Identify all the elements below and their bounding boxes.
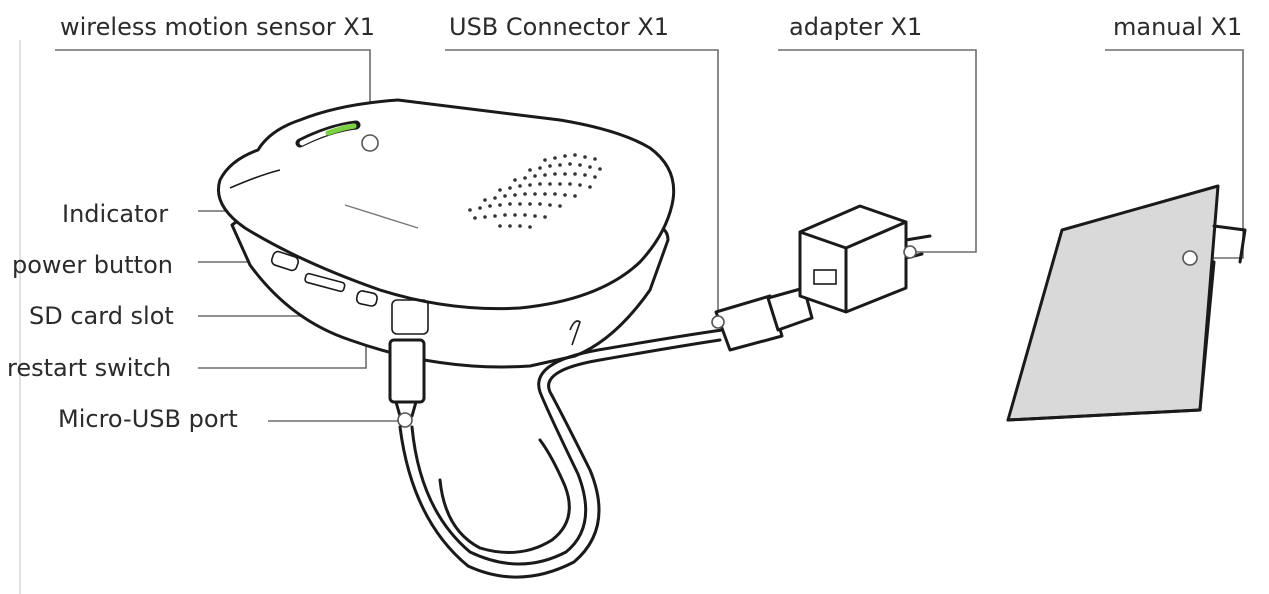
leader-usb-connector (445, 49, 719, 320)
label-micro-usb-port: Micro-USB port (58, 405, 238, 433)
micro-usb-plug (388, 338, 426, 404)
power-adapter (798, 204, 932, 314)
label-manual: manual X1 (1113, 13, 1242, 41)
label-restart-switch: restart switch (7, 354, 171, 382)
manual-booklet (1006, 184, 1247, 422)
label-indicator: Indicator (62, 200, 168, 228)
label-sd-card-slot: SD card slot (29, 302, 174, 330)
lid-seam (344, 204, 419, 229)
sensor-lens (361, 134, 379, 152)
leader-manual (1105, 49, 1244, 259)
motion-sensor-device (217, 98, 676, 369)
restart-switch-shape (355, 290, 378, 307)
usb-cable (388, 286, 814, 579)
manual-cover (1006, 184, 1220, 422)
sd-card-slot-shape (304, 272, 346, 293)
label-power-button: power button (12, 251, 173, 279)
label-adapter: adapter X1 (789, 13, 922, 41)
label-sensor: wireless motion sensor X1 (60, 13, 375, 41)
label-usb-connector: USB Connector X1 (449, 13, 669, 41)
power-button-shape (270, 250, 300, 272)
usb-a-plug-metal (766, 286, 814, 332)
speaker-grille (468, 153, 602, 229)
leader-adapter (778, 49, 977, 253)
usb-a-plug-body (714, 294, 784, 352)
side-clip (569, 320, 581, 346)
indicator-light (325, 123, 357, 136)
micro-usb-port-shape (391, 299, 429, 335)
